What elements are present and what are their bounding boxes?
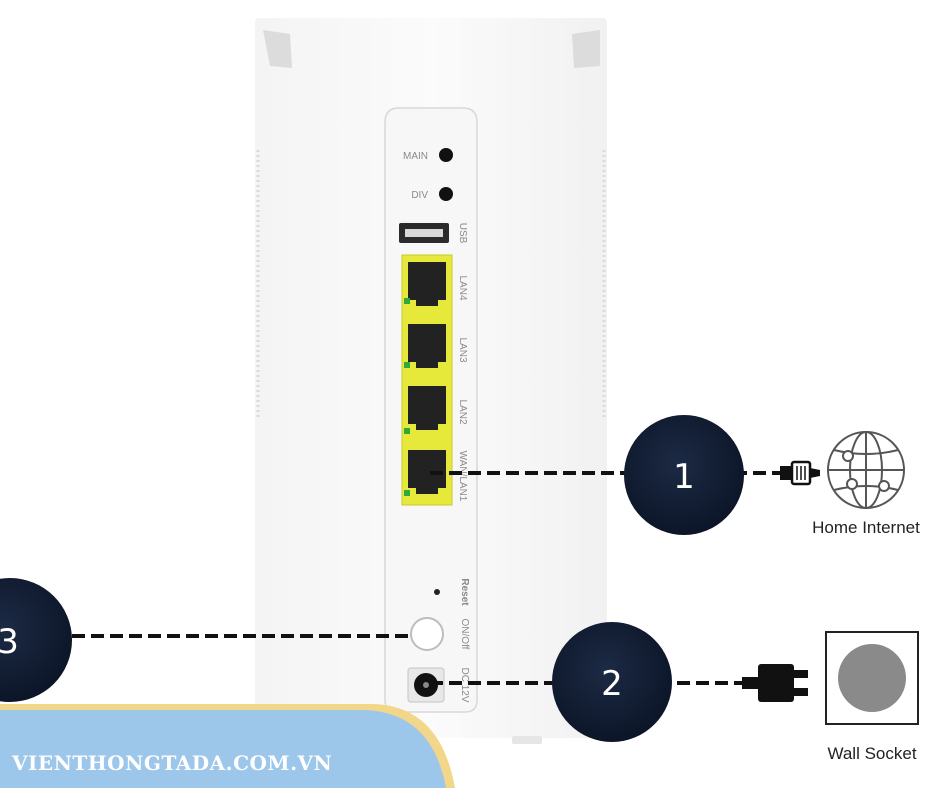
lan3-led	[404, 362, 410, 368]
home-internet-label: Home Internet	[812, 518, 920, 537]
reset-label: Reset	[459, 578, 470, 606]
wall-socket-label: Wall Socket	[827, 744, 916, 763]
callout-2: 2	[552, 622, 672, 742]
div-antenna-connector[interactable]	[439, 187, 453, 201]
left-clip	[263, 30, 292, 68]
main-label: MAIN	[403, 151, 428, 162]
callout-3-number: 3	[0, 622, 19, 662]
lan4-port[interactable]	[404, 262, 446, 306]
dc-12v-label: DC 12V	[459, 667, 470, 702]
callout-1: 1	[624, 415, 744, 535]
lan4-label: LAN4	[457, 275, 468, 300]
lan2-label: LAN2	[457, 399, 468, 424]
on-off-label: ON/Off	[459, 619, 470, 650]
watermark-text: VIENTHONGTADA.COM.VN	[11, 751, 332, 775]
callout-2-number: 2	[601, 664, 623, 704]
wan-lan1-led	[404, 490, 410, 496]
callout-3: 3	[0, 578, 72, 702]
globe-network-icon	[827, 431, 905, 509]
wan-lan1-port[interactable]	[404, 450, 446, 496]
callout-3-badge	[0, 578, 72, 702]
power-plug-icon	[742, 664, 808, 702]
lan2-led	[404, 428, 410, 434]
lan3-port[interactable]	[404, 324, 446, 368]
callout-1-number: 1	[673, 457, 695, 497]
callout-1-badge	[624, 415, 744, 535]
lan2-port[interactable]	[404, 386, 446, 434]
div-label: DIV	[411, 190, 428, 201]
main-antenna-connector[interactable]	[439, 148, 453, 162]
wall-socket-icon	[825, 631, 919, 725]
usb-label: USB	[457, 223, 468, 244]
power-button[interactable]	[410, 617, 444, 651]
right-clip	[572, 30, 600, 68]
callout-2-badge	[552, 622, 672, 742]
wan-lan1-label: WAN/LAN1	[457, 451, 468, 502]
ethernet-plug-icon	[780, 460, 820, 486]
rear-panel: MAIN DIV USB LAN4 LAN3 LAN2	[384, 107, 478, 713]
reset-button[interactable]	[434, 589, 440, 595]
lan4-led	[404, 298, 410, 304]
watermark-band: VIENTHONGTADA.COM.VN	[0, 704, 455, 788]
lan3-label: LAN3	[457, 337, 468, 362]
